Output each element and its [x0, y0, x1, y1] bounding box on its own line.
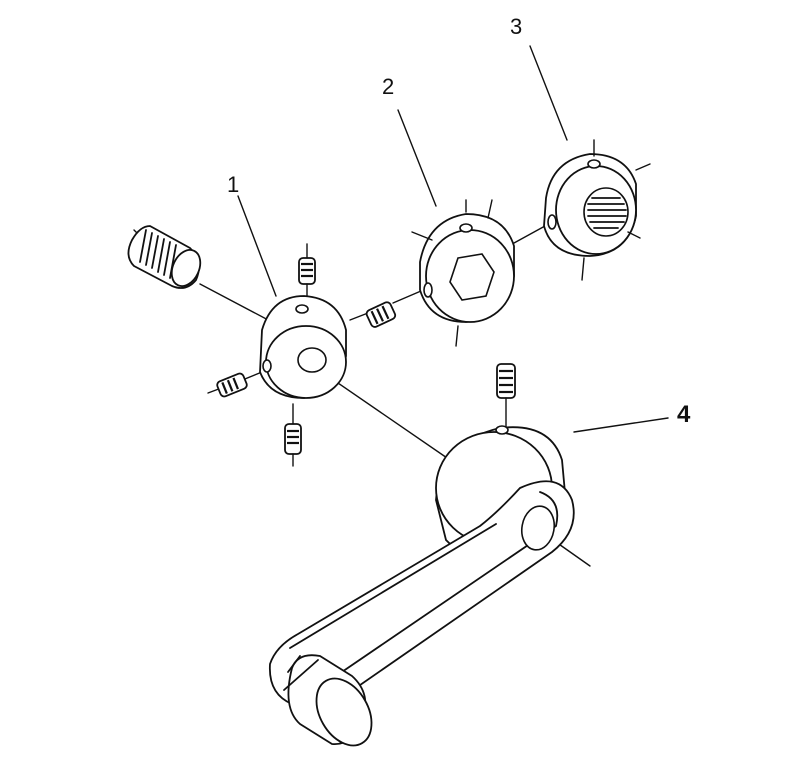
collar-3: [543, 139, 651, 281]
callout-leaders: [237, 45, 669, 433]
callout-labels: 1 2 3 4: [227, 14, 691, 428]
set-screw-left: [216, 372, 248, 398]
callout-1: 1: [227, 172, 239, 197]
callout-2: 2: [382, 74, 394, 99]
collar-2: [411, 199, 515, 347]
set-screw-mid: [365, 301, 397, 328]
knurled-knob: [127, 225, 202, 289]
set-screws: [216, 243, 516, 467]
set-screw-crank: [496, 363, 516, 429]
callout-4: 4: [677, 401, 691, 428]
callout-3: 3: [510, 14, 522, 39]
set-screw-bottom: [284, 403, 302, 467]
collar-1: [259, 295, 347, 399]
set-screw-top-1: [298, 243, 316, 297]
crank-handle: [269, 425, 575, 747]
